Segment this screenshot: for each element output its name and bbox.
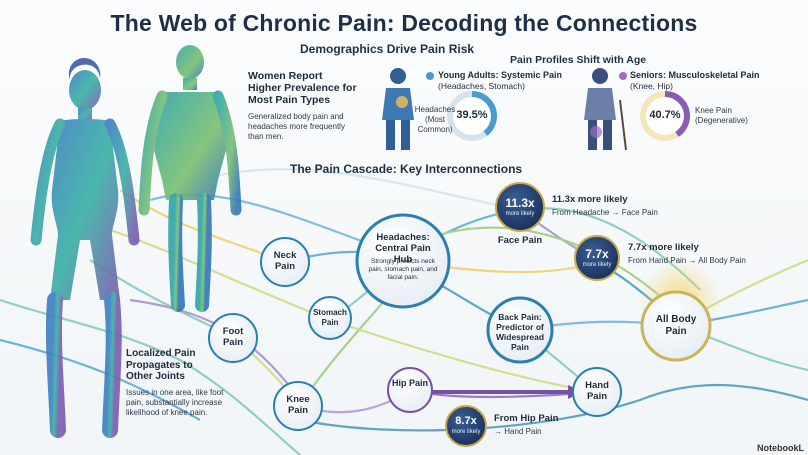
localized-body: Issues in one area, like foot pain, subs… — [126, 388, 224, 417]
senior-label: Knee Pain (Degenerative) — [695, 106, 748, 125]
senior-title: Seniors: Musculoskeletal Pain — [630, 70, 760, 80]
back-pain-node: Back Pain: Predictor of Widespread Pain — [495, 312, 545, 352]
hand-pain-node: Hand Pain — [585, 380, 609, 402]
node-circles — [208, 213, 712, 431]
foot-pain-node: Foot Pain — [222, 326, 244, 348]
male-figure — [138, 45, 242, 312]
hip-stat-sub: more likely — [451, 429, 481, 435]
hand-stat-desc: From Hand Pain → All Body Pain — [628, 256, 746, 265]
hip-stat-value: 8.7x — [455, 415, 477, 427]
face-stat-desc: From Headache → Face Pain — [552, 208, 658, 217]
young-subtitle: (Headaches, Stomach) — [438, 81, 525, 91]
hip-pain-node: Hip Pain — [392, 378, 429, 388]
senior-value: 40.7% — [649, 109, 681, 121]
hand-stat-sub: more likely — [582, 262, 612, 268]
demographics-heading: Demographics Drive Pain Risk — [300, 42, 475, 56]
headaches-hub-title: Headaches: Central Pain Hub — [375, 232, 431, 265]
knee-pain-node: Knee Pain — [286, 394, 310, 416]
stomach-pain-node: Stomach Pain — [313, 308, 347, 327]
localized-heading: Localized Pain Propagates to Other Joint… — [126, 348, 196, 382]
face-stat-value: 11.3x — [505, 196, 535, 210]
age-heading: Pain Profiles Shift with Age — [510, 54, 647, 66]
young-adult-figure — [382, 68, 414, 150]
face-stat-title: 11.3x more likely — [552, 194, 628, 205]
hip-stat-title: From Hip Pain — [494, 413, 559, 424]
face-pain-node: Face Pain — [497, 235, 543, 246]
hip-stat-desc: → Hand Pain — [494, 427, 542, 436]
young-label: Headaches (Most Common) — [414, 105, 456, 134]
female-figure — [30, 58, 140, 438]
women-body: Generalized body pain and headaches more… — [248, 112, 345, 141]
watermark: NotebookL — [757, 443, 804, 453]
stat-circles — [445, 182, 620, 447]
hand-stat-title: 7.7x more likely — [628, 242, 699, 253]
women-heading: Women Report Higher Prevalence for Most … — [248, 70, 357, 106]
young-title: Young Adults: Systemic Pain — [438, 70, 563, 80]
young-value: 39.5% — [456, 109, 488, 121]
senior-figure — [584, 68, 627, 151]
cascade-heading: The Pain Cascade: Key Interconnections — [290, 162, 523, 176]
neck-pain-node: Neck Pain — [273, 250, 297, 272]
all-body-pain-node: All Body Pain — [655, 314, 697, 337]
face-stat-sub: more likely — [505, 211, 535, 217]
page-title: The Web of Chronic Pain: Decoding the Co… — [110, 10, 698, 36]
headaches-hub-body: Strongly predicts neck pain, stomach pai… — [368, 258, 438, 281]
senior-knee-donut — [640, 91, 690, 141]
hand-stat-value: 7.7x — [585, 247, 609, 261]
young-headache-donut — [447, 91, 497, 141]
senior-subtitle: (Knee, Hip) — [630, 81, 673, 91]
